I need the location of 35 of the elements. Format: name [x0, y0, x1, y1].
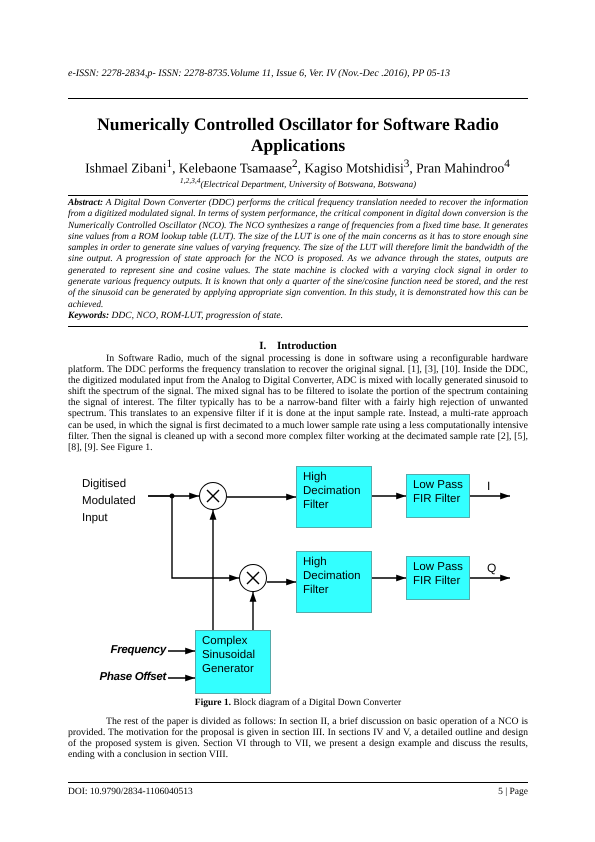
arrow: [267, 578, 296, 586]
arrow: [210, 510, 216, 630]
edge-label: I: [486, 480, 492, 493]
keywords-text: Keywords: DDC, NCO, ROM-LUT, progression of state.: [68, 311, 284, 321]
input-label: Phase Offset: [92, 670, 166, 686]
input-label: Digitised Modulated Input: [82, 476, 146, 528]
arrow: [372, 574, 406, 582]
arrow: [168, 674, 195, 682]
arrow: [148, 495, 239, 582]
arrow: [250, 592, 256, 630]
section-heading: I. Introduction: [258, 340, 338, 352]
arrow: [470, 574, 510, 582]
arrow: [227, 494, 296, 500]
mixer-circle: [199, 482, 227, 510]
arrow: [372, 492, 406, 500]
doi-text: DOI: 10.9790/2834-1106040513: [68, 787, 194, 797]
mixer-circle: [239, 564, 267, 592]
paper-title: Numerically Controlled Oscillator for Software Radio Applications: [96, 114, 500, 156]
affiliation-text: $^{1,2,3,4}$(Electrical Department, University of Botswana, Botswana): [178, 176, 418, 189]
generator-block: Complex Sinusoidal Generator: [195, 630, 271, 694]
input-label: Frequency: [106, 643, 166, 659]
filter-block: High Decimation Filter: [296, 551, 372, 613]
abstract-paragraph: Abstract: A Digital Down Converter (DDC) performs the critical frequency translation needed to recover the information from a digitized modulated signal. In terms of system performance, the critical component in digital down conversion is the Numerically Controlled Oscillator (NCO). The NCO synthesizes a range of frequencies from a fixed time base. It generates sine values from a ROM lookup table (LUT). The size of the LUT is one of the main concerns as it has to store enough sine samples in order to generate sine values of varying frequency. The size of the LUT will therefore limit the bandwidth of the sine output. A progression of state approach for the NCO is proposed. As we advance through the states, outputs are generated to represent sine and cosine values. The state machine is clocked with a varying clock signal in order to generate various frequency outputs. It is known that only a quarter of the sine/cosine function need be stored, and the rest of the sinusoid can be generated by applying appropriate sign convention. In this study, it is demonstrated how this can be achieved.: [68, 198, 528, 311]
edge-label: Q: [486, 562, 498, 575]
journal-issue-line: e-ISSN: 2278-2834,p- ISSN: 2278-8735.Volume 11, Issue 6, Ver. IV (Nov.-Dec .2016), PP 05-13: [68, 68, 451, 79]
filter-block: Low Pass FIR Filter: [406, 474, 470, 518]
body-paragraph: In Software Radio, much of the signal processing is done in software using a reconfigurable hardware platform. The DDC performs the frequency translation to recover the original signal. [1], [3], [10]. Inside the DDC, the digitized modulated input from the Analog to Digital Converter, ADC is mixed with locally generated sinusoid to shift the spectrum of the signal. The mixed signal has to be filtered to isolate the portion of the spectrum containing the signal of interest. The filter typically has to be a narrow-band filter with a fairly high rejection of unwanted spectrum. This translates to an expensive filter if it is done at the input sample rate. Instead, a multi-rate approach can be used, in which the signal is first decimated to a much lower sample rate using a less computationally intensive filter. Then the signal is cleaned up with a second more complex filter working at the decimated sample rate [2], [5], [8], [9]. See Figure 1.: [68, 353, 528, 453]
filter-block: High Decimation Filter: [296, 466, 372, 528]
body-paragraph: The rest of the paper is divided as follows: In section II, a brief discussion on basic operation of a NCO is provided. The motivation for the proposal is given in section III. In sections IV and V, a detailed outline and design of the proposed system is given. Section VI through to VII, we present a design example and discuss the results, ending with a conclusion in section VIII.: [68, 716, 528, 760]
author-list: Ishmael Zibani$^{1}$, Kelebaone Tsamaase$^{2}$, Kagiso Motshidisi$^{3}$, Pran Mahindroo$^{4}$: [40, 158, 555, 176]
page-number: 5 | Page: [497, 787, 528, 797]
arrow: [470, 492, 510, 500]
figure-caption: Figure 1. Block diagram of a Digital Down Converter: [194, 698, 402, 708]
arrow: [168, 648, 195, 654]
filter-block: Low Pass FIR Filter: [406, 556, 470, 600]
